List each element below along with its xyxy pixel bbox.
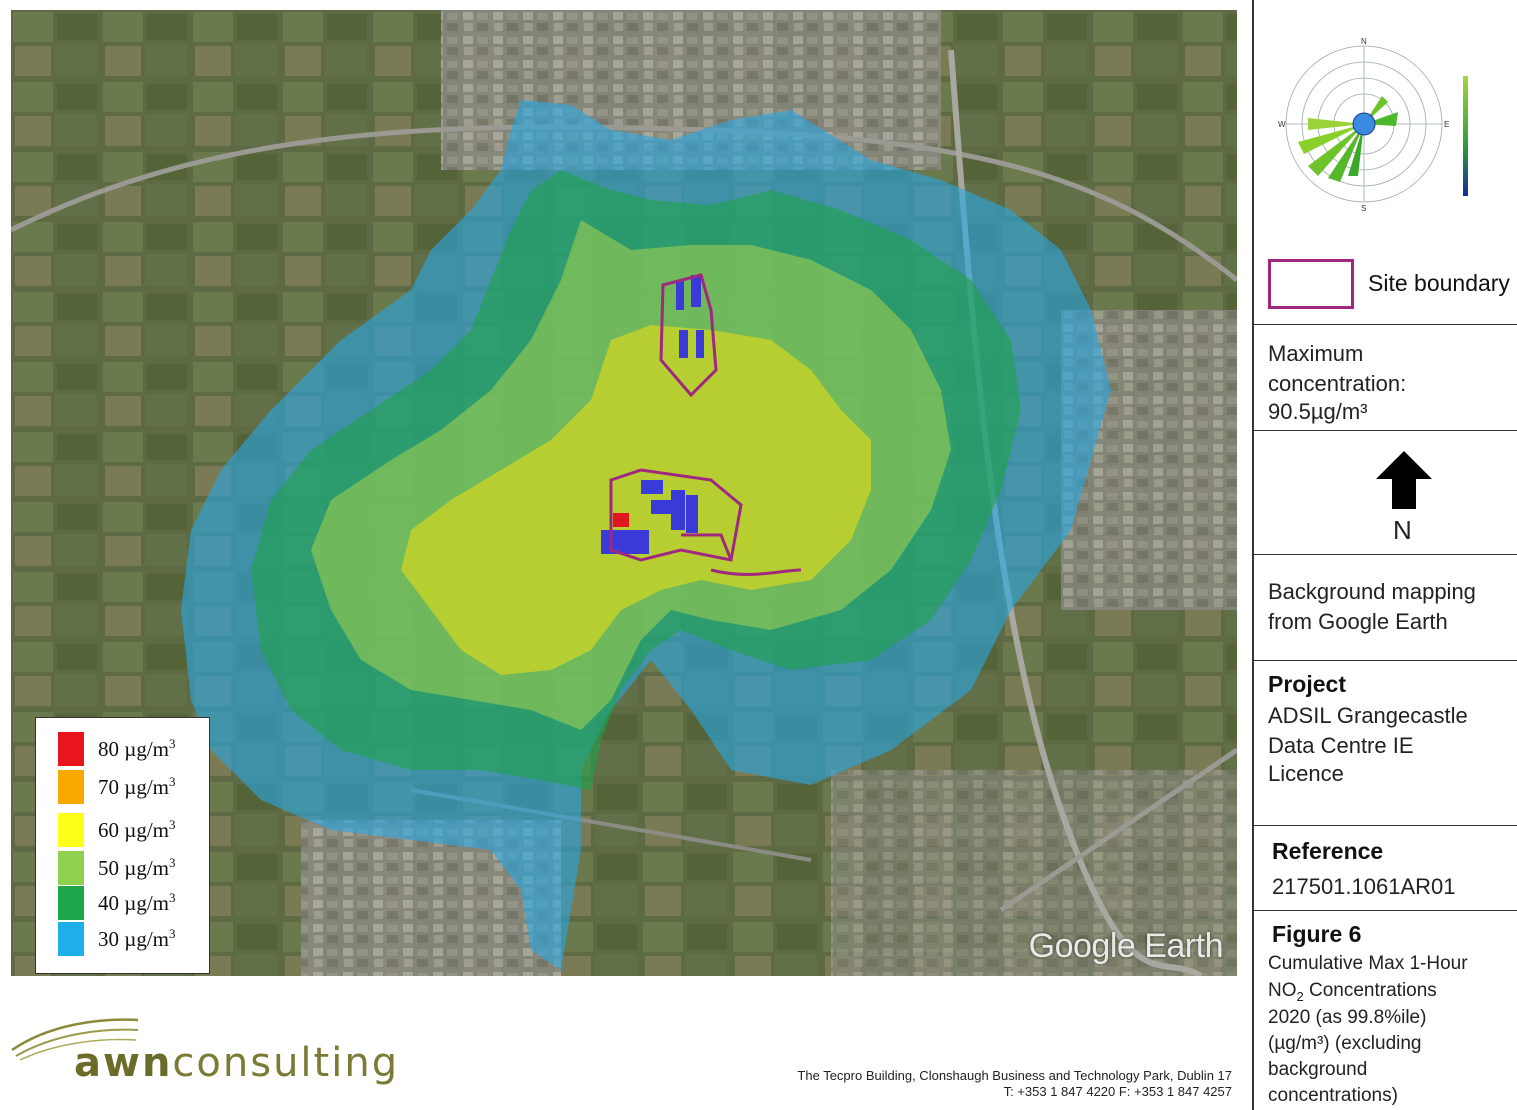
wind-rose-west-label: W xyxy=(1278,120,1286,129)
road xyxy=(999,747,1237,913)
legend-swatch-80 xyxy=(58,732,84,766)
company-address: The Tecpro Building, Clonshaugh Business… xyxy=(797,1068,1232,1100)
legend-label-70: 70 µg/m3 xyxy=(98,774,176,799)
figure-caption-panel: Figure 6 Cumulative Max 1-Hour NO2 Conce… xyxy=(1254,911,1517,1110)
figure-line4: (µg/m³) (excluding xyxy=(1268,1033,1422,1054)
legend-item-60: 60 µg/m3 xyxy=(58,813,176,847)
legend-swatch-70 xyxy=(58,770,84,804)
figure-line6: concentrations) xyxy=(1268,1085,1398,1106)
legend-swatch-40 xyxy=(58,886,84,920)
background-line1: Background mapping xyxy=(1268,579,1476,604)
max-concentration-line2: concentration: xyxy=(1268,371,1407,396)
wind-rose-panel: N S E W Site boundary xyxy=(1254,0,1517,325)
max-concentration-line1: Maximum xyxy=(1268,341,1364,366)
legend-swatch-50 xyxy=(58,851,84,885)
north-label: N xyxy=(1393,515,1412,545)
wind-rose: N S E W xyxy=(1278,37,1468,213)
contour-60 xyxy=(401,325,871,675)
awn-consulting-logo: awnconsulting xyxy=(74,1040,400,1086)
figure-heading: Figure 6 xyxy=(1272,921,1362,947)
legend-item-70: 70 µg/m3 xyxy=(58,770,176,804)
road xyxy=(11,124,1237,282)
north-arrow-panel: N xyxy=(1254,431,1517,555)
project-line3: Licence xyxy=(1268,761,1344,786)
north-arrow-icon xyxy=(1376,451,1432,509)
project-panel: Project ADSIL Grangecastle Data Centre I… xyxy=(1254,661,1517,826)
site-boundary-swatch xyxy=(1268,259,1354,309)
project-line2: Data Centre IE xyxy=(1268,733,1414,758)
site-boundary-label: Site boundary xyxy=(1368,270,1510,296)
legend-label-50: 50 µg/m3 xyxy=(98,855,176,880)
site-boundary xyxy=(609,273,802,576)
legend-item-80: 80 µg/m3 xyxy=(58,732,176,766)
max-concentration-value: 90.5µg/m³ xyxy=(1268,399,1368,424)
reference-panel: Reference 217501.1061AR01 xyxy=(1254,826,1517,911)
urban-area-southeast xyxy=(831,770,1237,976)
concentration-legend: 80 µg/m3 70 µg/m3 60 µg/m3 50 µg/m3 40 µ… xyxy=(35,717,210,974)
wind-rose-south-label: S xyxy=(1361,204,1366,213)
legend-label-30: 30 µg/m3 xyxy=(98,926,176,951)
awn-logo-swoosh-icon xyxy=(11,1018,139,1060)
project-line1: ADSIL Grangecastle xyxy=(1268,703,1468,728)
google-earth-watermark: Google Earth xyxy=(1028,927,1224,965)
project-heading: Project xyxy=(1268,671,1346,697)
wind-rose-north-label: N xyxy=(1361,37,1367,46)
legend-item-40: 40 µg/m3 xyxy=(58,886,176,920)
address-line2: T: +353 1 847 4220 F: +353 1 847 4257 xyxy=(1003,1084,1232,1099)
max-concentration-panel: Maximum concentration: 90.5µg/m³ xyxy=(1254,325,1517,431)
reference-value: 217501.1061AR01 xyxy=(1272,874,1456,899)
wind-rose-east-label: E xyxy=(1444,120,1449,129)
legend-swatch-60 xyxy=(58,813,84,847)
legend-item-30: 30 µg/m3 xyxy=(58,922,176,956)
address-line1: The Tecpro Building, Clonshaugh Business… xyxy=(797,1068,1232,1083)
legend-label-40: 40 µg/m3 xyxy=(98,890,176,915)
legend-label-80: 80 µg/m3 xyxy=(98,736,176,761)
legend-label-60: 60 µg/m3 xyxy=(98,817,176,842)
legend-swatch-30 xyxy=(58,922,84,956)
background-mapping-panel: Background mapping from Google Earth xyxy=(1254,555,1517,661)
data-centre-buildings xyxy=(601,275,704,554)
figure-line3: 2020 (as 99.8%ile) xyxy=(1268,1007,1427,1028)
wind-speed-scale xyxy=(1463,76,1468,196)
figure-line2: NO2 Concentrations xyxy=(1268,980,1437,1004)
max-concentration-point xyxy=(613,513,629,527)
legend-item-50: 50 µg/m3 xyxy=(58,851,176,885)
figure-line5: background xyxy=(1268,1059,1368,1080)
wind-rose-petals xyxy=(1298,96,1398,182)
map-canvas xyxy=(11,10,1237,976)
reference-heading: Reference xyxy=(1272,838,1384,864)
figure-line1: Cumulative Max 1-Hour xyxy=(1268,953,1468,974)
dispersion-map[interactable]: Google Earth 80 µg/m3 70 µg/m3 60 µg/m3 … xyxy=(11,10,1237,976)
background-line2: from Google Earth xyxy=(1268,609,1448,634)
figure-sidebar: N S E W Site boundary Maximum concentrat xyxy=(1252,0,1517,1110)
